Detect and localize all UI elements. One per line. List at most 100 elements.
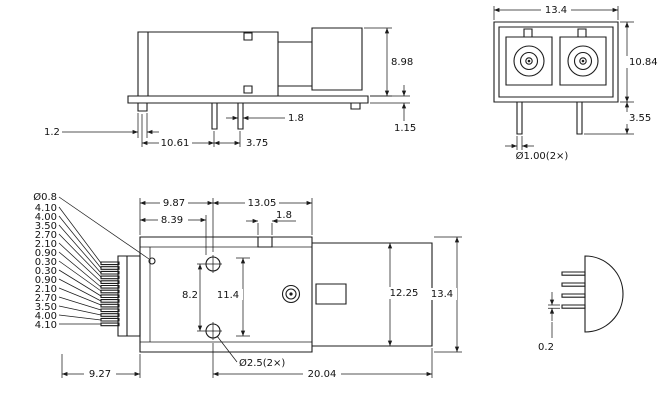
leader-line (216, 335, 238, 363)
lead-offset-labels: 4.10 4.00 3.50 2.70 2.10 0.90 0.30 0.30 … (35, 203, 57, 331)
dim-port-offset-label: 13.05 (248, 198, 277, 209)
dim-top-right-width: 12.25 (386, 243, 422, 346)
dim-top-body-length: 20.04 (212, 343, 433, 380)
ext-lines (197, 263, 204, 332)
lead-dim-label: 2.70 (35, 230, 57, 241)
end-pins (561, 271, 586, 309)
label-bg (626, 112, 653, 124)
lead-leader-lines (58, 206, 102, 325)
port-inner-circle (579, 57, 587, 65)
lead-dim-label: 0.90 (35, 275, 57, 286)
side-view: 8.98 1.8 1.2 10.61 3.75 (44, 27, 416, 149)
port-center-dot (527, 59, 531, 63)
front-body-outline (493, 21, 619, 103)
dim-full-width-label: 13.4 (431, 289, 453, 300)
label-bg (160, 197, 188, 209)
top-view: 4.10 4.00 3.50 2.70 2.10 0.90 0.30 0.30 … (33, 191, 462, 380)
lead-dim-label: 4.00 (35, 212, 57, 223)
label-bg (84, 368, 116, 380)
small-hole (148, 257, 156, 265)
leader-line (58, 196, 150, 260)
ext-lines (516, 136, 523, 150)
lead-dim-label: 3.50 (35, 302, 57, 313)
ext-lines (364, 27, 392, 97)
label-bg (214, 289, 243, 300)
ext-lines (257, 223, 273, 235)
label-bg (303, 368, 341, 380)
end-body-outline (584, 255, 624, 333)
dim-front-body-height: 10.84 (620, 21, 659, 103)
dim-side-pin-offset: 10.61 (141, 114, 215, 149)
dim-side-pin-width-label: 1.8 (288, 113, 304, 124)
port-mid-circle (285, 288, 297, 300)
dim-side-height-label: 8.98 (391, 57, 413, 68)
label-bg (159, 137, 192, 148)
front-view: 13.4 10.84 3.55 Ø1.00(2×) (493, 4, 659, 162)
dim-side-height: 8.98 (364, 27, 413, 97)
dim-side-flange-thickness: 1.15 (370, 85, 416, 134)
dim-hole-span-label: 8.2 (182, 290, 198, 301)
dim-front-pin-dia: Ø1.00(2×) (505, 136, 568, 162)
dim-top-port-offset: 13.05 (213, 197, 312, 209)
dim-body-length-label: 20.04 (308, 369, 337, 380)
dim-top-cavity-width: 11.4 (214, 257, 250, 337)
dim-end-pin-thickness-label: 0.2 (538, 342, 554, 353)
dim-front-pin-length-label: 3.55 (629, 113, 651, 124)
label-bg (245, 197, 279, 209)
top-port-feature (281, 284, 301, 304)
dim-front-pin-dia-label: Ø1.00(2×) (516, 150, 569, 162)
dim-side-pin-pitch-label: 3.75 (246, 138, 268, 149)
label-bg (386, 287, 422, 299)
port-outer-circle (567, 45, 599, 77)
label-bg (541, 4, 571, 16)
hole-centerlines (204, 255, 222, 340)
port-outer-circle (281, 284, 301, 304)
lead-dim-label: 4.00 (35, 311, 57, 322)
dim-cavity-width-label: 11.4 (217, 290, 239, 301)
lead-dim-label: 2.70 (35, 293, 57, 304)
dim-end-pin-thickness: 0.2 (538, 292, 560, 353)
front-pins (516, 101, 583, 135)
dim-top-hole-dia: Ø2.5(2×) (216, 335, 285, 369)
dim-hole-offset-label: 9.87 (163, 198, 185, 209)
ext-lines (370, 95, 410, 104)
lead-dim-label: 0.90 (35, 248, 57, 259)
top-snout (117, 255, 141, 337)
lead-dim-label: 4.10 (35, 203, 57, 214)
port-mid-circle (573, 51, 593, 71)
label-bg (626, 56, 659, 68)
label-bg (158, 214, 188, 226)
dim-side-pin-offset-label: 10.61 (161, 138, 190, 149)
dim-lead-dia-label: Ø0.8 (33, 191, 57, 203)
port-center-dot (581, 59, 585, 63)
dim-top-slot-width: 1.8 (246, 210, 296, 235)
dim-top-hole-span: 8.2 (182, 263, 204, 332)
dim-lead-dia: Ø0.8 (33, 191, 150, 260)
lead-dim-label: 4.10 (35, 320, 57, 331)
dim-lead-length-label: 9.27 (89, 369, 111, 380)
dim-top-full-width: 13.4 (428, 236, 462, 353)
port-mid-circle (519, 51, 539, 71)
top-window-feature (315, 283, 347, 305)
dim-front-width: 13.4 (493, 4, 619, 20)
dim-top-lead-length: 9.27 (61, 354, 141, 380)
dim-front-width-label: 13.4 (545, 5, 567, 16)
dim-side-flange-label: 1.15 (394, 123, 416, 134)
dim-slot-width-label: 1.8 (276, 210, 292, 221)
front-port-left (513, 45, 545, 77)
lead-dim-label: 0.30 (35, 266, 57, 277)
side-clip-details (243, 32, 253, 94)
side-flange-and-pins (127, 95, 369, 130)
front-port-right (567, 45, 599, 77)
lead-dim-label: 2.10 (35, 284, 57, 295)
end-view: 0.2 (538, 255, 624, 353)
lead-dim-label: 3.50 (35, 221, 57, 232)
dim-top-edge-offset: 8.39 (140, 214, 207, 255)
dim-edge-offset-label: 8.39 (161, 215, 183, 226)
ext-lines (62, 113, 148, 138)
lead-dim-label: 0.30 (35, 257, 57, 268)
dim-hole-dia-label: Ø2.5(2×) (239, 357, 285, 369)
dim-side-pin-pitch: 3.75 (214, 131, 268, 149)
